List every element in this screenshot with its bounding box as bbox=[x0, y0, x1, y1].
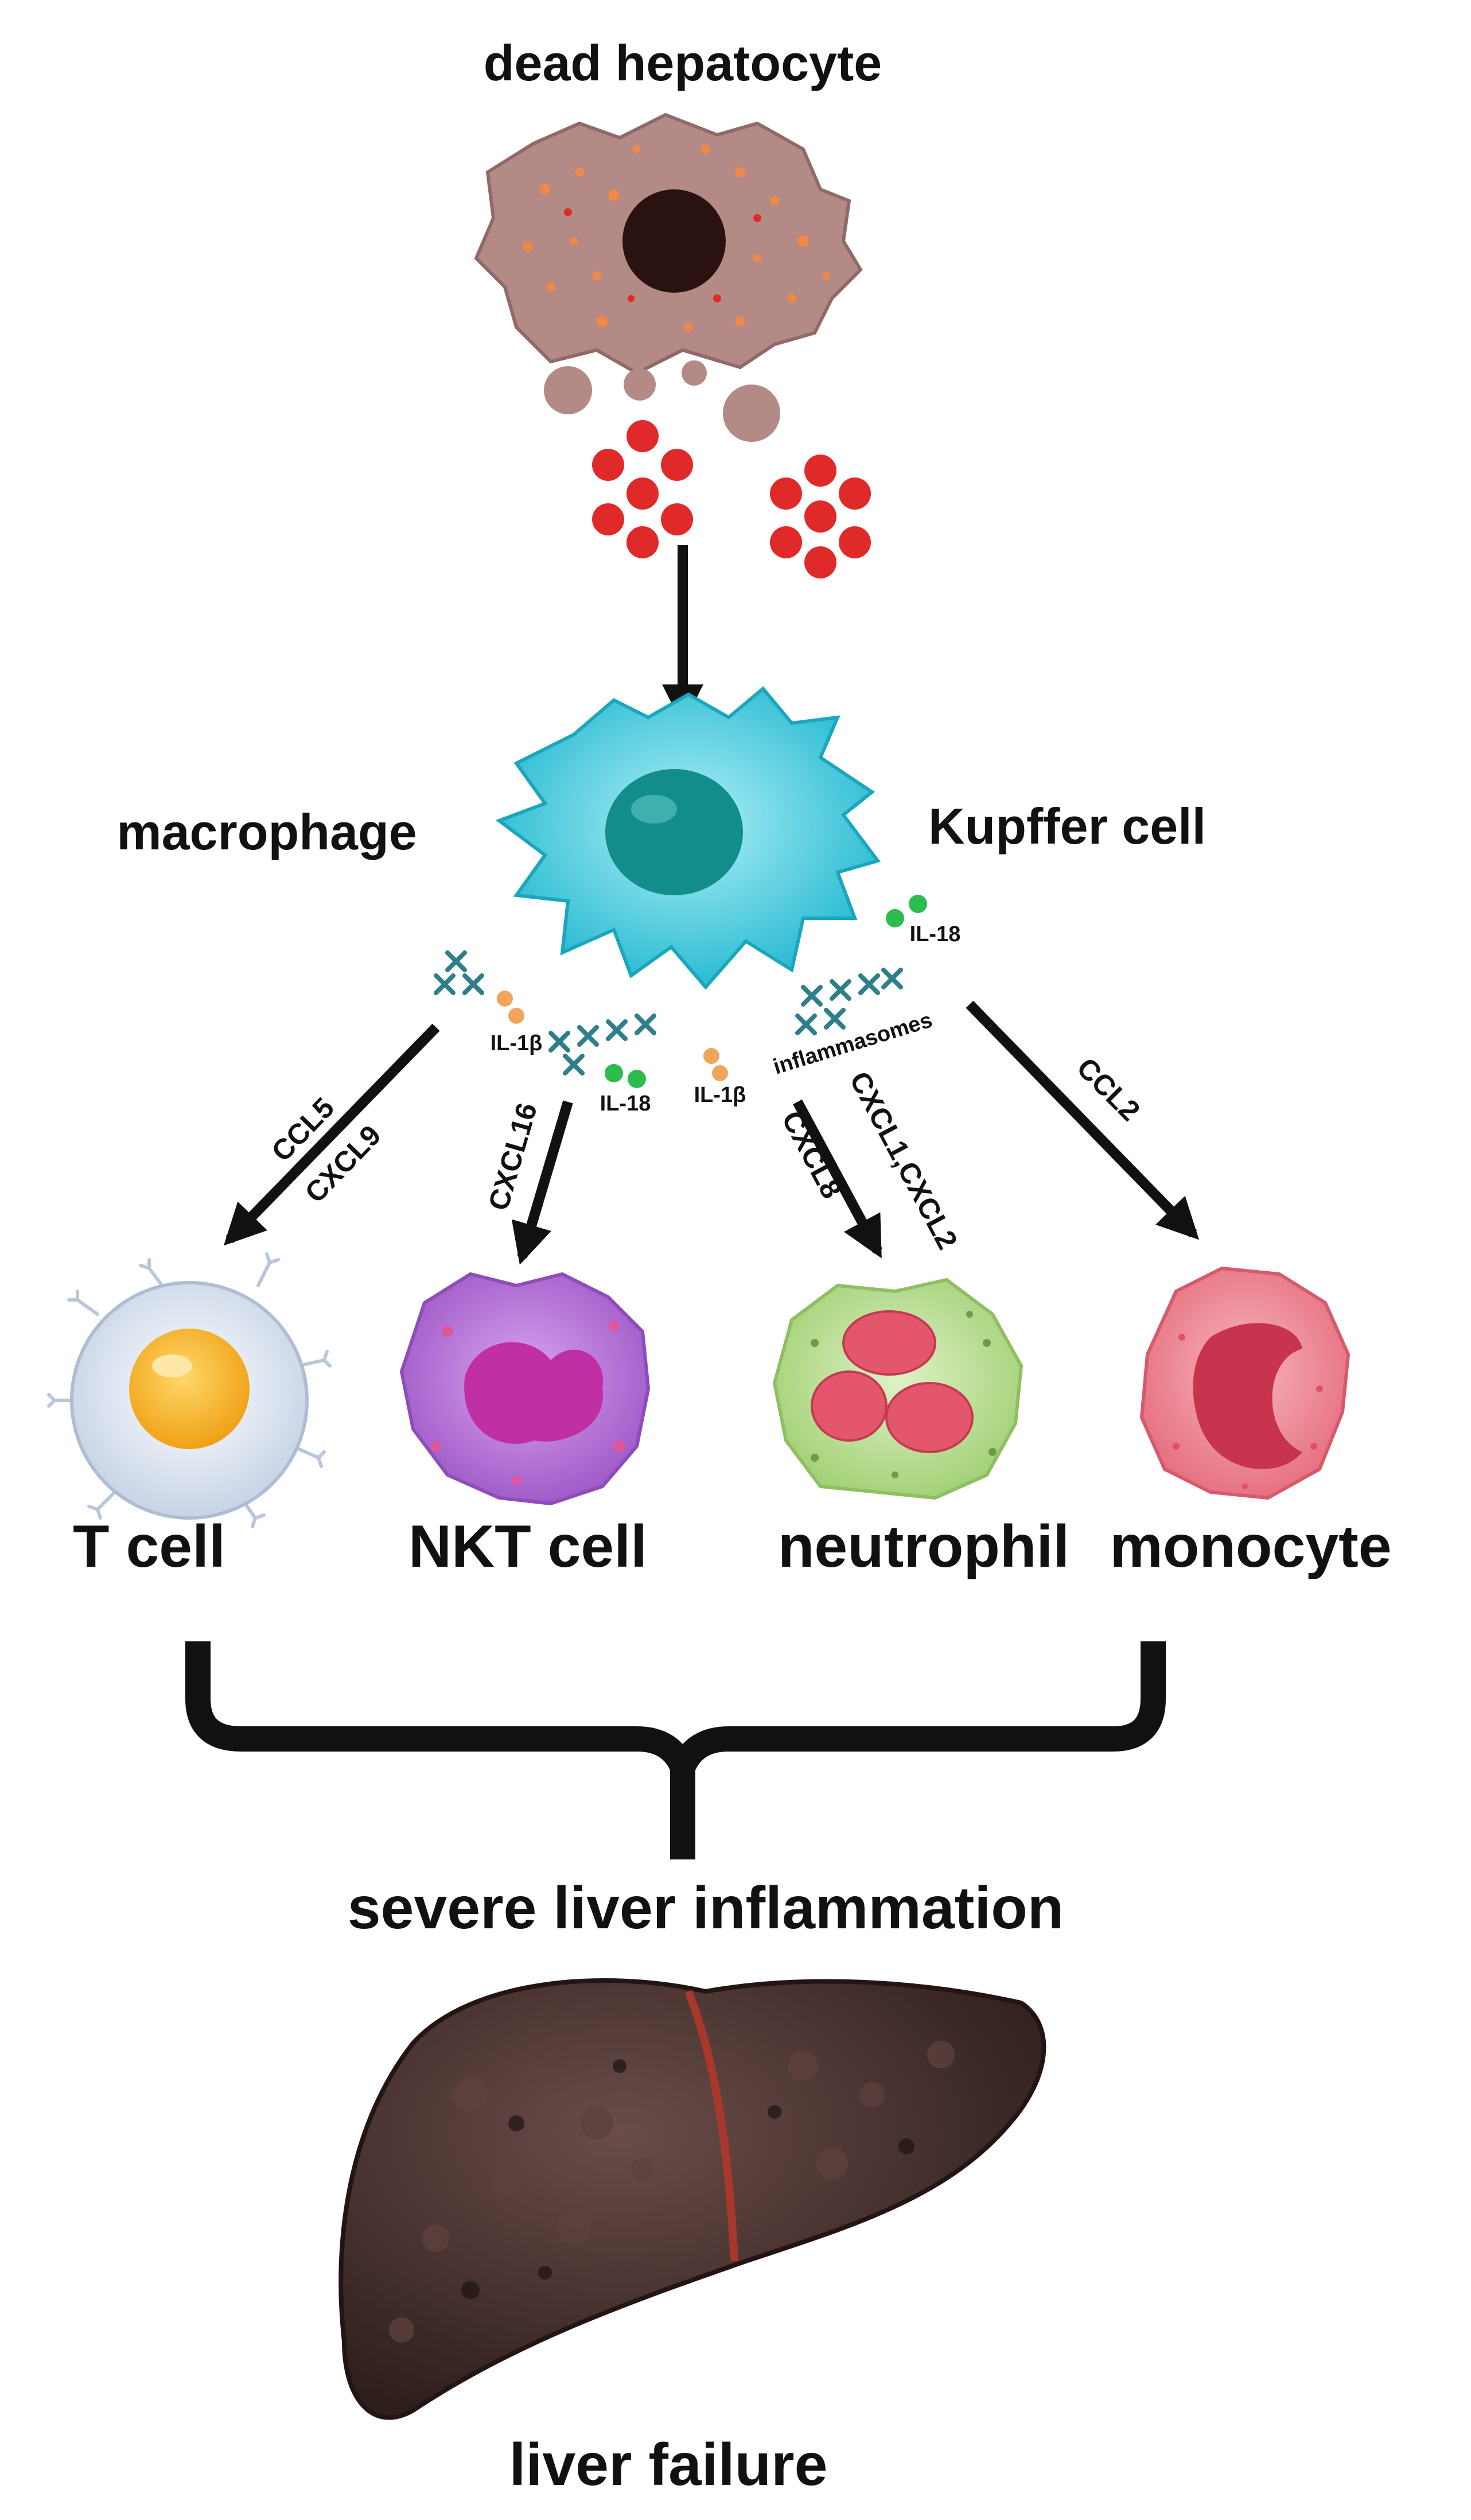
t-cell-label: T cell bbox=[73, 1513, 225, 1580]
arrow-to-nkt-cell bbox=[511, 1100, 573, 1265]
macrophage-nucleus bbox=[605, 769, 743, 895]
neutrophil-label: neutrophil bbox=[778, 1513, 1069, 1580]
nkt-cell-nucleus bbox=[464, 1342, 604, 1444]
nkt-cell-label: NKT cell bbox=[408, 1513, 647, 1580]
monocyte-nucleus bbox=[1193, 1323, 1302, 1469]
il18-dots-right bbox=[886, 895, 927, 927]
macrophage-label: macrophage bbox=[116, 803, 417, 860]
failing-liver bbox=[338, 1978, 1046, 2420]
inflammasome-cluster-right bbox=[795, 968, 903, 1035]
apoptotic-bodies-left bbox=[592, 420, 693, 558]
dead-hepatocyte-label: dead hepatocyte bbox=[484, 34, 882, 91]
inflammasome-cluster-left bbox=[434, 950, 484, 995]
inflammasome-cluster-center bbox=[548, 1014, 656, 1075]
neutrophil bbox=[772, 1278, 1024, 1500]
macrophage-cell bbox=[495, 686, 881, 990]
liver-failure-label: liver failure bbox=[509, 2432, 828, 2498]
monocyte-label: monocyte bbox=[1110, 1513, 1391, 1580]
il1b-left-label: IL-1β bbox=[491, 1031, 543, 1055]
apoptotic-bodies-right bbox=[770, 455, 871, 578]
arrow-to-t-cell bbox=[223, 1023, 440, 1246]
il18-right-label: IL-18 bbox=[910, 922, 961, 946]
il1b-dots-right bbox=[703, 1048, 728, 1081]
dead-hepatocyte-cell bbox=[474, 112, 863, 442]
dead-hepatocyte-nucleus bbox=[622, 189, 726, 293]
il1b-right-label: IL-1β bbox=[694, 1083, 746, 1107]
il18-center-label: IL-18 bbox=[600, 1092, 651, 1116]
cxcl16-label: CXCL16 bbox=[482, 1099, 543, 1214]
nkt-cell bbox=[399, 1272, 651, 1506]
cxcl8-label: CXCL8 bbox=[776, 1106, 848, 1204]
inflammasomes-label: inflammasomes bbox=[770, 1008, 935, 1079]
il18-dots-center bbox=[605, 1064, 646, 1088]
arrow-to-neutrophil bbox=[793, 1099, 882, 1259]
arrow-to-monocyte bbox=[966, 1000, 1200, 1240]
severe-inflammation-label: severe liver inflammation bbox=[348, 1875, 1064, 1942]
monocyte bbox=[1139, 1266, 1351, 1500]
t-cell-nucleus bbox=[129, 1329, 250, 1449]
kupffer-cell-label: Kupffer cell bbox=[928, 798, 1206, 855]
il1b-dots-left bbox=[497, 991, 524, 1024]
neutrophil-nucleus bbox=[811, 1310, 974, 1453]
t-cell bbox=[47, 1252, 332, 1528]
grouping-brace bbox=[185, 1641, 1166, 1859]
